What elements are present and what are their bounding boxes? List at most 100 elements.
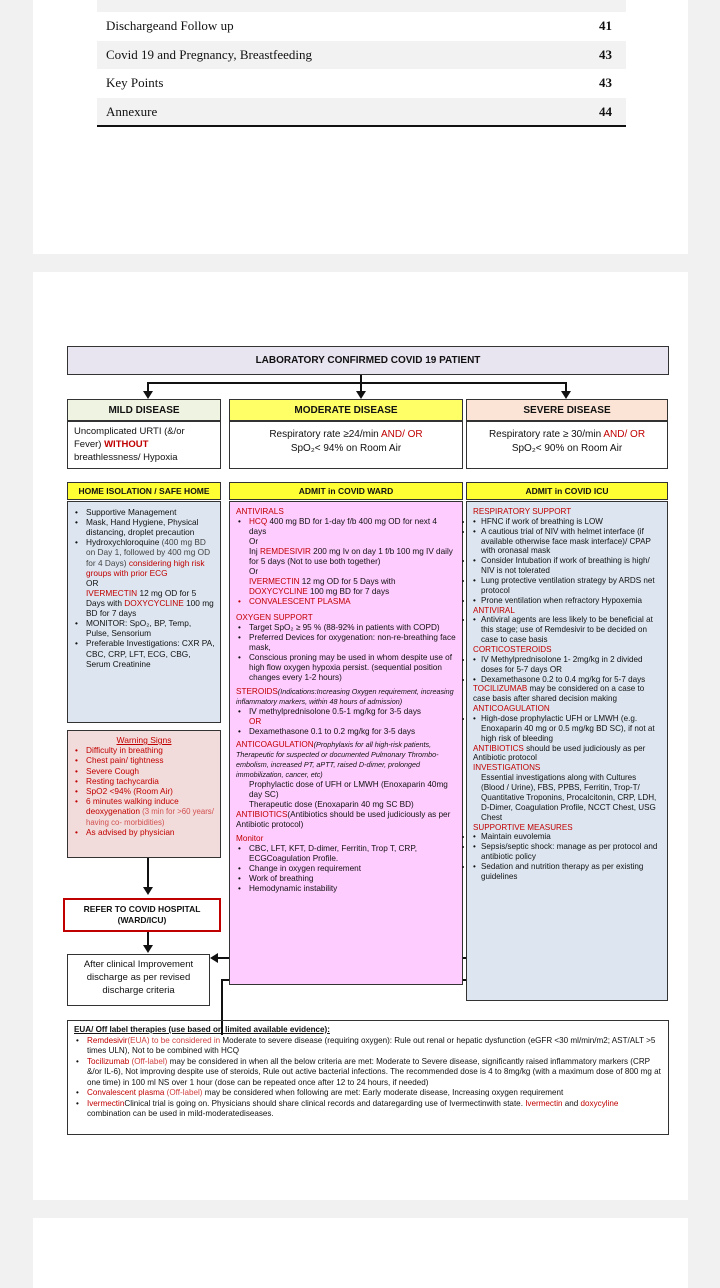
flowchart-page: LABORATORY CONFIRMED COVID 19 PATIENT MI… <box>33 272 688 1200</box>
mild-setting-header: HOME ISOLATION / SAFE HOME <box>67 482 221 500</box>
eua-box: EUA/ Off label therapies (use based on l… <box>67 1020 669 1135</box>
severe-disease-header: SEVERE DISEASE <box>466 399 668 421</box>
severe-item: HFNC if work of breathing is LOW <box>473 517 661 527</box>
severe-item: Maintain euvolemia <box>473 832 661 842</box>
toc-row: Annexure 44 <box>97 97 626 126</box>
arrow-left-icon <box>210 953 218 963</box>
or-label: Or <box>249 567 259 576</box>
mild-item: MONITOR: SpO₂, BP, Temp, Pulse, Sensoriu… <box>73 618 215 638</box>
doxycycline-text: DOXYCYCLINE 100 mg BD for 7 days <box>249 587 390 596</box>
severe-item: Lung protective ventilation strategy by … <box>473 576 661 596</box>
connector <box>565 382 567 394</box>
warning-item: Resting tachycardia <box>73 776 215 786</box>
severe-item: Consider Intubation if work of breathing… <box>473 556 661 576</box>
toc-page-number: 41 <box>599 18 612 34</box>
anticoag-text: ANTICOAGULATION(Prophylaxis for all high… <box>236 740 439 779</box>
moderate-item: Conscious proning may be used in whom de… <box>236 653 456 683</box>
section-heading: ANTICOAGULATION <box>473 704 550 714</box>
toc-row-cut <box>97 0 626 12</box>
eua-item: Convalescent plasma (Off-label) may be c… <box>74 1088 662 1099</box>
section-heading: ANTIVIRAL <box>473 605 515 615</box>
section-heading: INVESTIGATIONS <box>473 763 541 773</box>
severe-item: Prone ventilation when refractory Hypoxe… <box>473 596 661 606</box>
mild-item: Supportive Management <box>73 507 215 517</box>
toc-page: Dischargeand Follow up 41 Covid 19 and Pr… <box>33 0 688 254</box>
connector <box>360 382 362 394</box>
mild-item: Preferable Investigations: CXR PA, CBC, … <box>73 638 215 668</box>
steroids-text: STEROIDS(Indications:Increasing Oxygen r… <box>236 687 454 706</box>
toc-table: Dischargeand Follow up 41 Covid 19 and Pr… <box>97 0 626 126</box>
toc-page-number: 44 <box>599 103 612 119</box>
severe-treatment-box: RESPIRATORY SUPPORT HFNC if work of brea… <box>466 501 668 1001</box>
arrow-down-icon <box>143 945 153 953</box>
connector <box>147 382 567 384</box>
toc-title: Key Points <box>106 75 164 91</box>
tocilizumab-text: TOCILIZUMAB may be considered on a case … <box>473 684 645 704</box>
arrow-down-icon <box>143 391 153 399</box>
toc-row: Dischargeand Follow up 41 <box>97 12 626 41</box>
mild-ivermectin: IVERMECTIN 12 mg OD for 5 Days with DOXY… <box>86 587 214 619</box>
moderate-disease-header: MODERATE DISEASE <box>229 399 463 421</box>
ivermectin-text: IVERMECTIN 12 mg OD for 5 Days with <box>249 577 396 586</box>
arrow-down-icon <box>356 391 366 399</box>
toc-row: Key Points 43 <box>97 69 626 98</box>
connector <box>147 932 149 946</box>
section-heading: OXYGEN SUPPORT <box>236 613 313 622</box>
warning-item: 6 minutes walking induce deoxygenation (… <box>73 796 215 827</box>
anticoag-therapeutic: Therapeutic dose (Enoxaparin 40 mg SC BD… <box>249 800 414 809</box>
moderate-item: HCQ 400 mg BD for 1-day f/b 400 mg OD fo… <box>236 517 456 537</box>
toc-title: Covid 19 and Pregnancy, Breastfeeding <box>106 46 313 62</box>
toc-title: Dischargeand Follow up <box>106 18 234 34</box>
eua-item: Tocilizumab (Off-label) may be considere… <box>74 1057 662 1089</box>
warning-signs-box: Warning Signs Difficulty in breathing Ch… <box>67 730 221 858</box>
mild-criteria: Uncomplicated URTI (&/or Fever) WITHOUT … <box>67 421 221 469</box>
warning-item: SpO2 <94% (Room Air) <box>73 786 215 796</box>
eua-item: IvermectinClinical trial is going on. Ph… <box>74 1099 662 1120</box>
antibiotics-text: ANTIBIOTICS should be used judiciously a… <box>473 743 646 763</box>
eua-title: EUA/ Off label therapies (use based on l… <box>74 1025 330 1034</box>
flowchart-title: LABORATORY CONFIRMED COVID 19 PATIENT <box>67 346 669 375</box>
toc-page-number: 43 <box>599 46 612 62</box>
toc-page-number: 43 <box>599 75 612 91</box>
moderate-item: Hemodynamic instability <box>236 884 456 894</box>
severe-item: High-dose prophylactic UFH or LMWH (e.g.… <box>473 714 661 744</box>
arrow-down-icon <box>143 887 153 895</box>
anticoag-prophylactic: Prophylactic dose of UFH or LMWH (Enoxap… <box>249 780 448 799</box>
severe-item: Antiviral agents are less likely to be b… <box>473 615 661 645</box>
section-heading: SUPPORTIVE MEASURES <box>473 822 573 832</box>
severe-item: Dexamethasone 0.2 to 0.4 mg/kg for 5-7 d… <box>473 675 661 685</box>
toc-row: Covid 19 and Pregnancy, Breastfeeding 43 <box>97 40 626 69</box>
moderate-item: Target SpO₂ ≥ 95 % (88-92% in patients w… <box>236 623 456 633</box>
moderate-item: Change in oxygen requirement <box>236 864 456 874</box>
connector <box>221 979 223 1035</box>
warning-item: Severe Cough <box>73 766 215 776</box>
remdesivir-text: Inj REMDESIVIR 200 mg Iv on day 1 f/b 10… <box>249 547 453 566</box>
moderate-item: CBC, LFT, KFT, D-dimer, Ferritin, Trop T… <box>236 844 456 864</box>
severe-item: A cautious trial of NIV with helmet inte… <box>473 527 661 557</box>
severe-item: Sedation and nutrition therapy as per ex… <box>473 862 661 882</box>
mild-or: OR <box>86 577 99 588</box>
investigations-text: Essential investigations along with Cult… <box>481 773 657 822</box>
toc-title: Annexure <box>106 103 158 119</box>
mild-item: Mask, Hand Hygiene, Physical distancing,… <box>73 517 215 537</box>
connector <box>147 382 149 394</box>
or-label: Or <box>249 537 259 546</box>
moderate-item: IV methylprednisolone 0.5-1 mg/kg for 3-… <box>236 707 456 717</box>
connector <box>360 375 362 383</box>
connector <box>147 858 149 888</box>
moderate-setting-header: ADMIT in COVID WARD <box>229 482 463 500</box>
section-heading: RESPIRATORY SUPPORT <box>473 507 572 516</box>
mild-item: Hydroxychloroquine (400 mg BD on Day 1, … <box>73 537 215 577</box>
moderate-item: CONVALESCENT PLASMA <box>236 597 456 607</box>
moderate-treatment-box: ANTIVIRALS HCQ 400 mg BD for 1-day f/b 4… <box>229 501 463 985</box>
discharge-box: After clinical Improvement discharge as … <box>67 954 210 1006</box>
severe-item: IV Methylprednisolone 1- 2mg/kg in 2 div… <box>473 655 661 675</box>
moderate-item: Dexamethasone 0.1 to 0.2 mg/kg for 3-5 d… <box>236 727 456 737</box>
mild-disease-header: MILD DISEASE <box>67 399 221 421</box>
warning-item: Difficulty in breathing <box>73 745 215 755</box>
moderate-item: Preferred Devices for oxygenation: non-r… <box>236 633 456 653</box>
refer-hospital-box: REFER TO COVID HOSPITAL (WARD/ICU) <box>63 898 221 932</box>
section-heading: CORTICOSTEROIDS <box>473 645 552 655</box>
